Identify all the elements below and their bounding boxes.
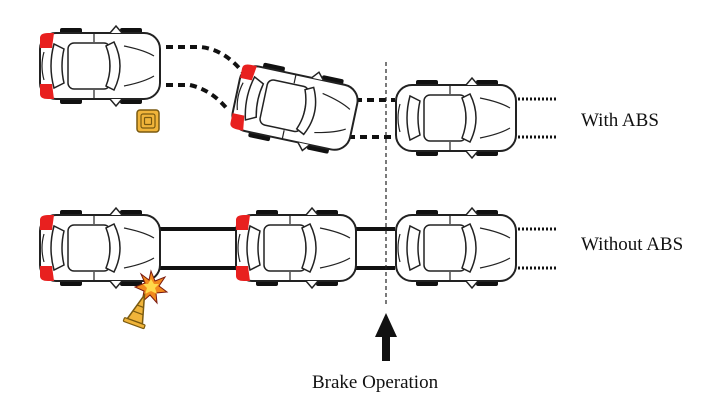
up-arrow-icon: [375, 313, 397, 361]
skid-mark-bottom-left: [166, 83, 230, 112]
label-with-abs: With ABS: [581, 110, 659, 131]
car-with-abs-2: [226, 55, 364, 161]
target-square-icon: [136, 109, 160, 133]
skid-mark-top-left: [166, 45, 247, 77]
car-with-abs-3: [395, 77, 517, 159]
label-brake-operation: Brake Operation: [312, 372, 439, 393]
car-without-abs-3: [395, 207, 517, 289]
collision-star-icon: [133, 269, 169, 305]
car-without-abs-2: [235, 207, 357, 289]
label-without-abs: Without ABS: [581, 234, 684, 255]
car-with-abs-1: [39, 25, 161, 107]
traffic-cone-icon: [122, 292, 146, 330]
without-abs-row: [39, 207, 556, 330]
with-abs-row: [39, 25, 556, 161]
